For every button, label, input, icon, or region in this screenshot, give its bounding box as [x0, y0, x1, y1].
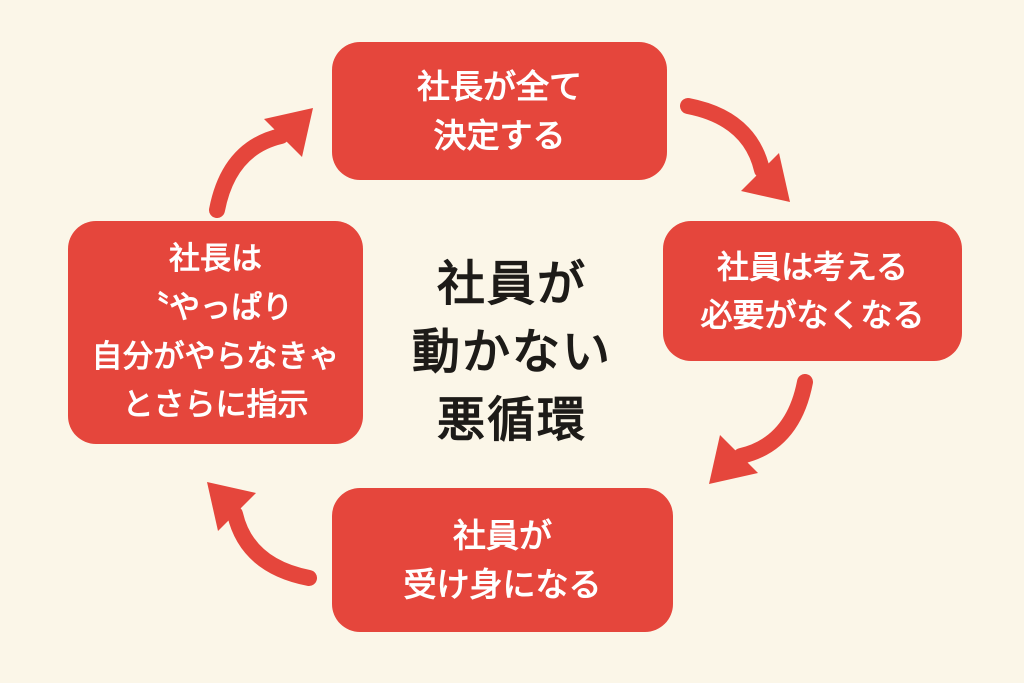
cycle-box-president-gives-more-orders: 社長は 〝やっぱり 自分がやらなきゃ とさらに指示: [68, 221, 363, 444]
title-line: 社員が: [436, 257, 587, 311]
box-text-line: 〝やっぱり: [138, 289, 293, 325]
box-text-line: 社長が全て: [417, 67, 582, 105]
box-text-line: とさらに指示: [122, 387, 309, 423]
diagram-title: 社員が 動かない 悪循環: [362, 248, 662, 458]
curved-arrow-top-to-right-icon: [680, 92, 800, 212]
box-text-line: 受け身になる: [403, 566, 602, 603]
cycle-box-president-decides: 社長が全て 決定する: [332, 42, 667, 180]
curved-arrow-left-to-top-icon: [203, 98, 323, 218]
box-text-line: 決定する: [433, 117, 566, 154]
title-line: 悪循環: [436, 394, 587, 448]
box-text-line: 社長は: [169, 240, 262, 276]
box-text-line: 必要がなくなる: [700, 297, 925, 333]
cycle-box-employees-become-passive: 社員が 受け身になる: [332, 488, 673, 632]
title-line: 動かない: [411, 325, 612, 379]
box-text-line: 社員が: [453, 516, 552, 554]
box-text-line: 社員は考える: [716, 249, 909, 285]
cycle-box-employees-stop-thinking: 社員は考える 必要がなくなる: [663, 221, 962, 361]
curved-arrow-right-to-bottom-icon: [699, 374, 819, 494]
curved-arrow-bottom-to-left-icon: [197, 472, 317, 592]
box-text-line: 自分がやらなきゃ: [91, 338, 340, 374]
